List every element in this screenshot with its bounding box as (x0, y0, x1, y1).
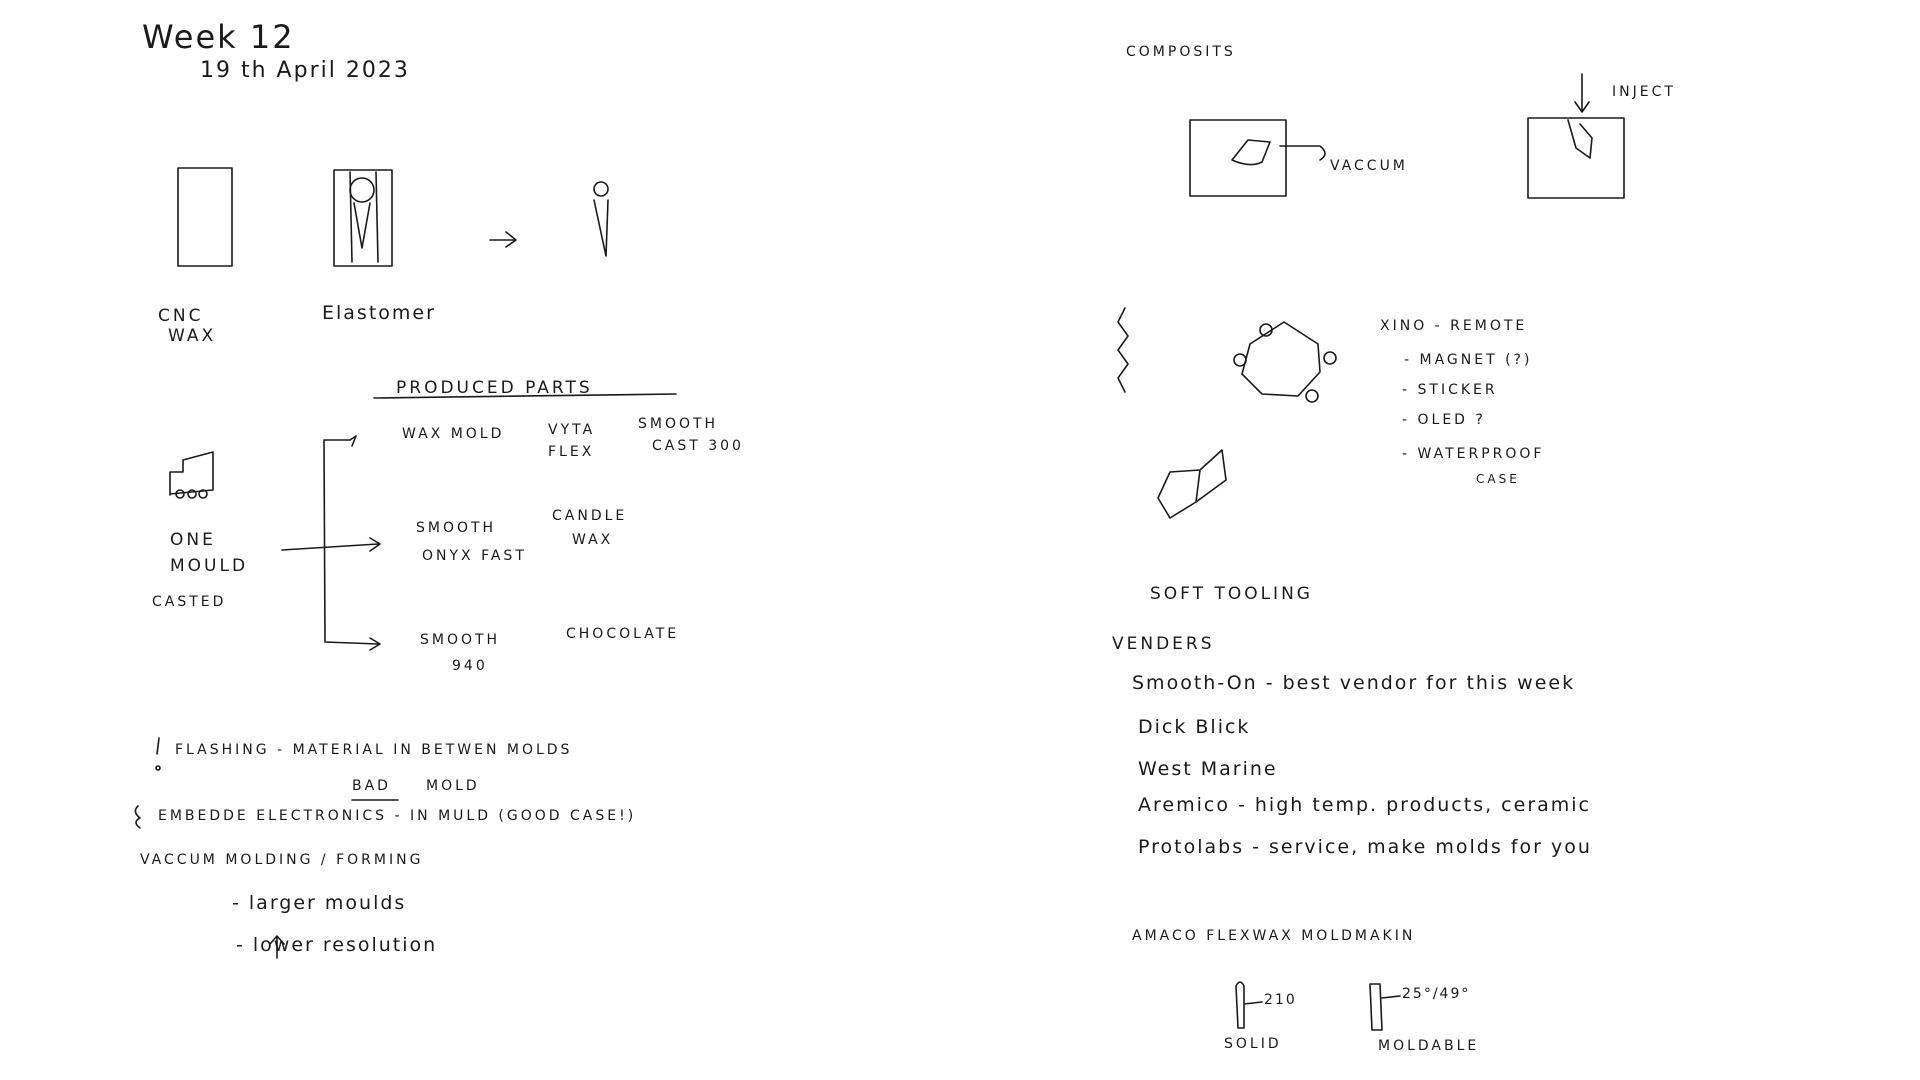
part-onyx-1: Smooth (416, 520, 497, 536)
note-flashing: Flashing - material in betwen molds (175, 742, 573, 758)
mould-wheel-2 (187, 489, 197, 499)
xino-case-label: case (1476, 472, 1520, 486)
note-embedded: Embedde electronics - in muld (Good case… (158, 808, 637, 824)
cnc-wax-block-sketch (177, 167, 233, 267)
part-candle-1: Candle (552, 508, 628, 524)
note-lower-resolution: - lower resolution (236, 934, 438, 956)
part-candle-2: Wax (572, 532, 614, 548)
produced-parts-heading: Produced Parts (396, 378, 593, 398)
mould-wheel-3 (198, 489, 208, 499)
venders-heading: Venders (1112, 634, 1215, 654)
moldable-thermometer-icon (1369, 983, 1401, 1031)
inject-part-sketch (1567, 119, 1593, 159)
page-title: Week 12 (142, 18, 295, 56)
casted-label: CASTED (152, 594, 227, 610)
part-smooth-940-1: Smooth (420, 632, 501, 648)
branch-top-arrow (349, 435, 357, 447)
xino-item-sticker: - Sticker (1402, 382, 1498, 398)
embedded-brace (134, 805, 141, 829)
note-date: 19 th April 2023 (200, 58, 410, 83)
inject-label: Inject (1612, 84, 1676, 100)
vaccum-hose (1279, 145, 1326, 161)
vendor-smooth-on: Smooth-On - best vendor for this week (1132, 672, 1576, 694)
solid-thermometer-icon (1235, 981, 1263, 1029)
part-vyta-2: FLEX (548, 444, 595, 460)
part-smooth-cast-1: Smooth (638, 416, 719, 432)
part-chocolate: Chocolate (566, 626, 680, 642)
xino-item-oled: - OLED ? (1402, 412, 1486, 428)
xino-remote-title: XINO - REMOTE (1380, 318, 1528, 334)
one-label: ONE (170, 530, 216, 550)
part-smooth-940-2: 940 (452, 658, 488, 674)
composits-heading: Composits (1126, 44, 1236, 60)
vendor-west-marine: West Marine (1138, 758, 1278, 780)
wax-label: Wax (168, 326, 217, 346)
mould-label: MOULD (170, 556, 249, 576)
folded-box-sketch (1157, 449, 1227, 519)
elastomer-mold-cavity-sketch (349, 171, 379, 263)
elastomer-figure-head (349, 177, 375, 203)
exclamation-dot (155, 765, 161, 771)
elastomer-figure-body (353, 202, 371, 249)
xino-button-2 (1323, 351, 1337, 365)
vendor-protolabs: Protolabs - service, make molds for you (1138, 836, 1592, 858)
vaccum-part-sketch (1231, 139, 1271, 166)
soft-tooling-heading: Soft Tooling (1150, 584, 1313, 604)
vaccum-label: Vaccum (1330, 158, 1408, 174)
part-onyx-2: ONYX FAST (422, 548, 527, 564)
xino-button-4 (1233, 353, 1247, 367)
elastomer-label: Elastomer (322, 302, 436, 324)
note-bad: BAD (352, 778, 391, 794)
xino-button-1 (1259, 323, 1273, 337)
mould-wheel-1 (175, 489, 185, 499)
vaccum-box-sketch (1189, 119, 1287, 197)
elastomer-mold-sketch (333, 169, 393, 267)
note-vaccum-molding: Vaccum molding / Forming (140, 852, 424, 868)
solid-label: Solid (1224, 1036, 1282, 1052)
part-wax-mold: Wax Mold (402, 426, 505, 442)
vendor-dick-blick: Dick Blick (1138, 716, 1251, 738)
cnc-label: CNC (158, 306, 204, 326)
branch-bottom-arrow (369, 637, 381, 651)
branch-bracket (323, 439, 379, 645)
one-mould-sketch (169, 451, 214, 496)
exclamation-icon (156, 737, 160, 755)
branch-middle-arrow (281, 537, 381, 552)
note-mold: Mold (426, 778, 480, 794)
casted-figure-head (593, 181, 609, 197)
moldable-temperature: 25°/49° (1402, 986, 1471, 1002)
solid-temperature: 210 (1264, 992, 1297, 1008)
note-larger-moulds: - larger moulds (232, 892, 407, 914)
xino-item-waterproof: - Waterproof (1402, 446, 1545, 462)
part-vyta-1: VYTA (548, 422, 596, 438)
amaco-title: Amaco Flexwax Moldmakin (1132, 928, 1416, 944)
moldable-label: Moldable (1378, 1038, 1480, 1054)
inject-arrow (1574, 73, 1590, 113)
vendor-aremico: Aremico - high temp. products, ceramic (1138, 794, 1592, 816)
inject-box-sketch (1527, 117, 1625, 199)
xino-item-magnet: - Magnet (?) (1404, 352, 1533, 368)
cast-arrow (489, 231, 517, 248)
xino-button-3 (1305, 389, 1319, 403)
casted-figure-body (593, 199, 609, 257)
zigzag-sketch (1117, 307, 1129, 393)
part-smooth-cast-2: Cast 300 (652, 438, 744, 454)
xino-device-sketch (1241, 321, 1321, 397)
